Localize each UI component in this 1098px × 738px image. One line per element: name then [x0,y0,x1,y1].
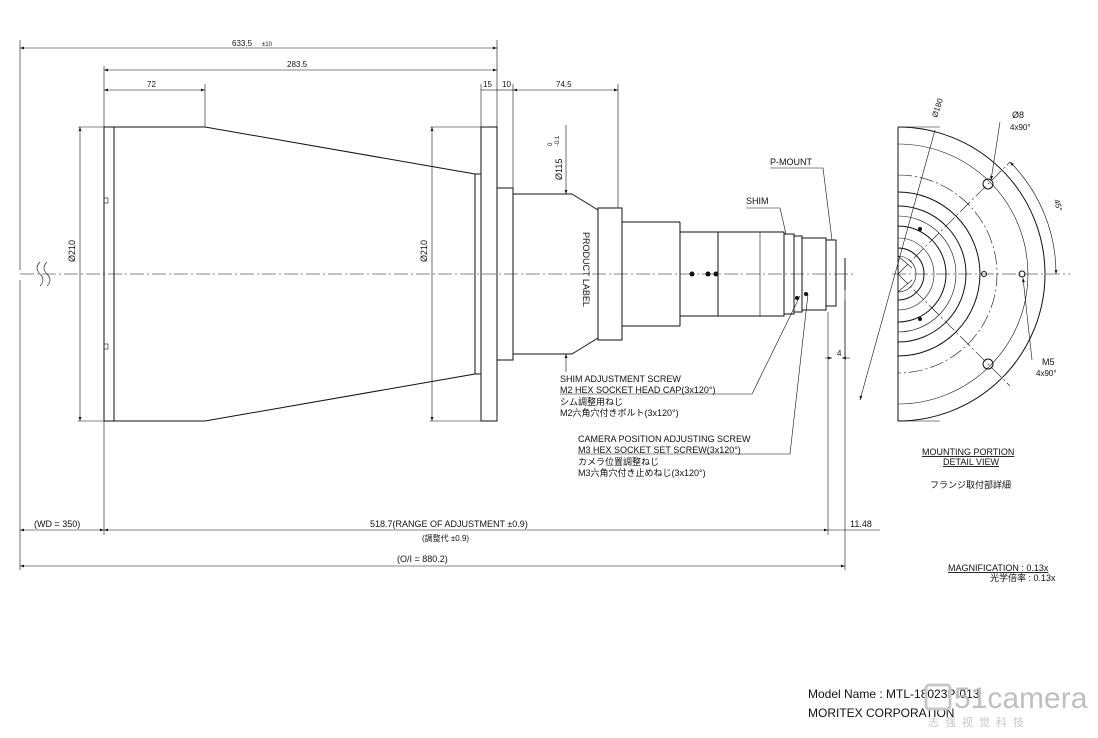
dim-tap-pattern: 4x90° [1036,369,1057,378]
dim-angle: 45° [1052,198,1064,212]
dim-range: 518.7(RANGE OF ADJUSTMENT ±0.9) [370,519,528,529]
dim-rear-diameter: Ø210 [419,240,429,262]
dim-hole-diameter: Ø8 [1012,110,1024,120]
company-name: MORITEX CORPORATION [808,706,954,720]
dim-hole-pattern: 4x90° [1010,123,1031,132]
dim-front: 72 [147,80,156,89]
camera-screw-line-4: M3六角穴付き止めねじ(3x120°) [578,467,706,478]
shim-screw-line-1: SHIM ADJUSTMENT SCREW [560,374,681,384]
dim-mount-diameter: Ø115 [554,159,564,180]
magnification-jp-text: 光学倍率 : 0.13x [990,572,1056,583]
dim-flange-15: 15 [483,80,492,89]
dim-mount-tol-upper: 0 [548,142,554,146]
dim-rear: 74.5 [556,80,572,89]
product-label-text: PRODUCT LABEL [581,232,591,307]
model-name: Model Name : MTL-18023P-013 [808,687,980,701]
watermark-logo: 51camera 志强视觉科技 [924,682,1088,729]
dim-overall: 633.5 [232,39,253,48]
shim-screw-line-4: M2六角穴付きボルト(3x120°) [560,407,679,418]
detail-title-1: MOUNTING PORTION [922,447,1014,457]
dim-mount-tol-lower: -0.1 [555,135,561,146]
p-mount-label: P-MOUNT [770,157,812,167]
dim-front-diameter: Ø210 [67,240,77,262]
top-dimensions [19,40,619,422]
detail-title-jp: フランジ取付部詳細 [930,479,1011,490]
camera-screw-line-1: CAMERA POSITION ADJUSTING SCREW [578,434,751,444]
dim-bolt-circle: Ø180 [930,97,945,119]
camera-screw-line-2: M3 HEX SOCKET SET SCREW(3x120°) [578,445,741,455]
shim-label: SHIM [746,196,769,206]
dim-back-focus: 11.48 [850,519,872,529]
dim-oi: (O/I = 880.2) [397,554,448,564]
magnification-text: MAGNIFICATION : 0.13x [948,563,1049,573]
watermark-tagline: 志强视觉科技 [928,715,1030,729]
shim-screw-line-3: シム調整用ねじ [560,396,623,407]
dim-shim: 4 [837,349,842,358]
dim-body: 283.5 [287,60,308,69]
dim-range-jp: (調整代 ±0.9) [422,533,469,543]
dim-tap: M5 [1042,357,1055,367]
detail-title-2: DETAIL VIEW [943,457,1000,467]
dim-flange-10: 10 [502,80,511,89]
dim-overall-tol: ±10 [262,42,273,48]
lens-body [103,126,846,422]
watermark-brand: 51camera [954,682,1088,715]
dim-wd: (WD = 350) [34,519,80,529]
mounting-detail-view [892,121,1070,422]
bottom-dimensions [19,280,880,570]
break-mark [36,261,44,287]
camera-screw-line-3: カメラ位置調整ねじ [578,456,659,467]
shim-screw-line-2: M2 HEX SOCKET HEAD CAP(3x120°) [560,385,715,395]
